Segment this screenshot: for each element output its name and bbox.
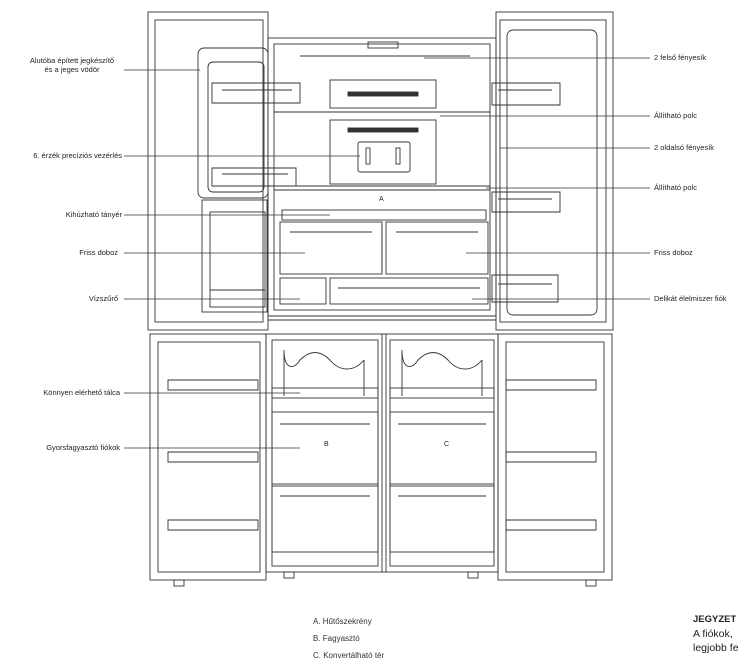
callout-adjustable-shelf-1: Állítható polc xyxy=(654,111,697,120)
callout-top-lights: 2 felső fényesík xyxy=(654,53,707,62)
callout-quick-freeze-drawers: Gyorsfagyasztó fiókok xyxy=(46,443,120,452)
left-lower-door xyxy=(149,333,267,581)
callout-fresh-box-left: Friss doboz xyxy=(79,248,118,257)
right-lower-door xyxy=(497,333,613,581)
callout-sensor-control: 6. érzék precíziós vezérlés xyxy=(33,151,122,160)
right-upper-door xyxy=(495,11,614,331)
legend-item-c: C. Konvertálható tér xyxy=(313,651,385,660)
zone-label-c: C xyxy=(444,441,450,448)
callout-deli-drawer: Delikát élelmiszer fiók xyxy=(654,294,727,303)
note-line-2: legjobb fe xyxy=(693,642,739,654)
note-title: JEGYZET xyxy=(693,614,737,625)
callout-pull-out-tray: Kihúzható tányér xyxy=(65,210,122,219)
note-line-1: A fiókok, xyxy=(693,628,733,640)
callout-ice-maker-line1: Alutóba épített jegkészítő xyxy=(29,56,115,65)
zone-label-b: B xyxy=(324,441,329,448)
callout-fresh-box-right: Friss doboz xyxy=(654,248,693,257)
zone-label-a: A xyxy=(379,196,384,203)
precision-control-panel xyxy=(357,141,411,173)
callout-water-filter: Vízszűrő xyxy=(88,294,118,303)
callout-ice-maker-line2: és a jeges vödör xyxy=(44,65,100,74)
callout-side-lights: 2 oldalsó fényesík xyxy=(654,143,715,152)
legend-item-b: B. Fagyasztó xyxy=(313,634,360,643)
callout-ice-maker: Alutóba épített jegkészítő és a jeges vö… xyxy=(20,56,124,74)
callout-adjustable-shelf-2: Állítható polc xyxy=(654,183,697,192)
callout-easy-access-tray: Könnyen elérhető tálca xyxy=(43,388,120,397)
legend-item-a: A. Hűtőszekrény xyxy=(313,617,372,626)
